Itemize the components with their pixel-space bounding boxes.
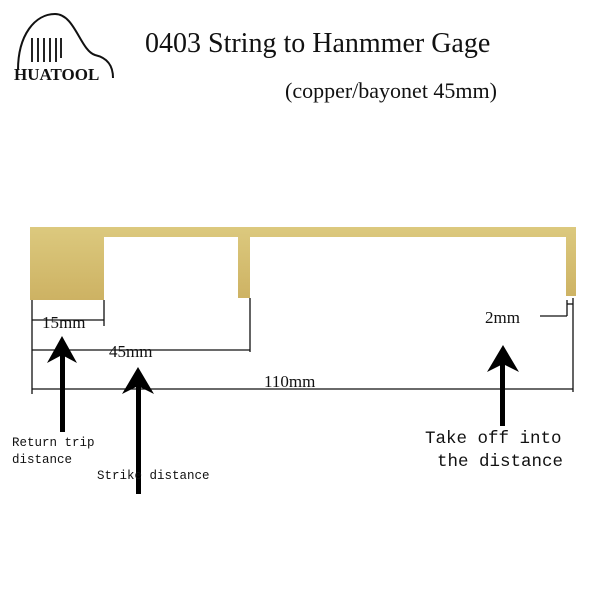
label-return-trip-1: Return trip	[12, 436, 95, 450]
piano-icon	[17, 12, 114, 79]
label-strike: Strike distance	[97, 469, 210, 483]
logo-text: HUATOOL	[14, 65, 99, 84]
arrow-return-trip	[47, 336, 77, 432]
arrow-strike	[122, 367, 154, 494]
subtitle: (copper/bayonet 45mm)	[285, 78, 497, 103]
label-take-off-2: the distance	[437, 452, 563, 472]
label-return-trip-2: distance	[12, 453, 72, 467]
logo: HUATOOL	[14, 12, 114, 84]
dim-total: 110mm	[264, 372, 315, 391]
page-title: 0403 String to Hanmmer Gage	[145, 28, 490, 59]
dim-return-trip: 15mm	[42, 313, 85, 332]
brass-gage	[30, 227, 576, 300]
arrows	[47, 336, 519, 494]
dim-take-off: 2mm	[485, 308, 520, 327]
label-take-off-1: Take off into	[425, 429, 562, 449]
dim-strike: 45mm	[109, 342, 152, 361]
arrow-take-off	[487, 345, 519, 426]
